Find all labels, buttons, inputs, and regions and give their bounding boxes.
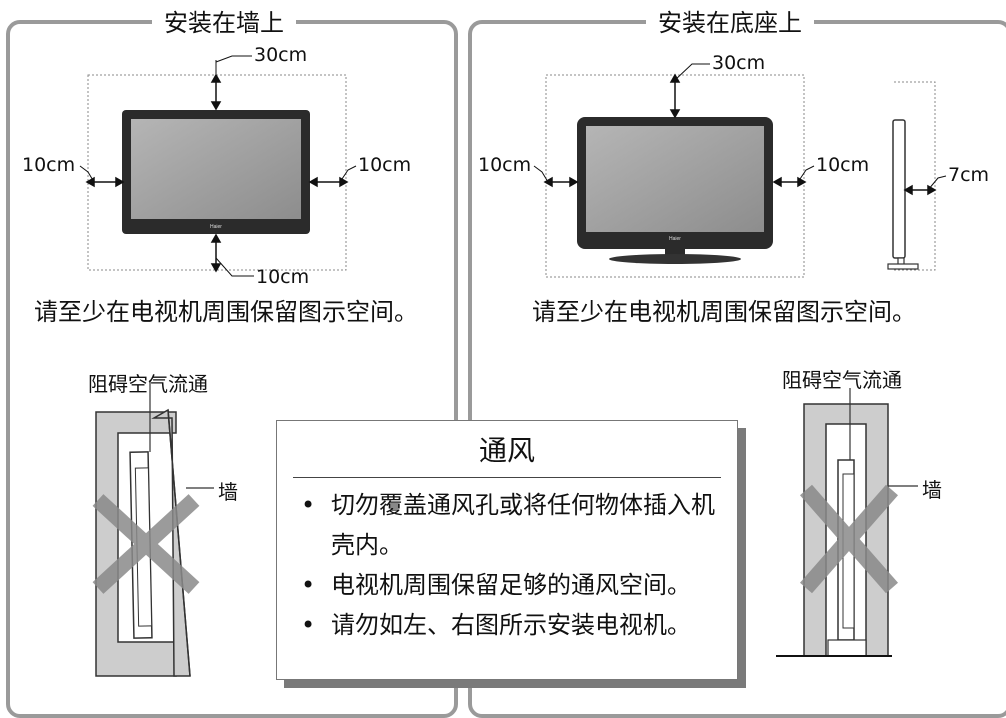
stand-mount-tv: Haier (577, 117, 773, 264)
stand-blocked-airflow-label: 阻碍空气流通 (782, 368, 902, 392)
wall-dim-right: 10cm (358, 154, 412, 176)
stand-dim-top: 30cm (712, 52, 766, 74)
stand-mount-title: 安装在底座上 (646, 8, 814, 38)
wall-mount-title: 安装在墙上 (152, 8, 296, 38)
wall-niche-cross (92, 494, 200, 594)
tv-brand-logo: Haier (210, 224, 222, 230)
ventilation-divider (293, 477, 721, 478)
stand-dim-left: 10cm (478, 154, 532, 176)
wall-dim-bottom: 10cm (256, 266, 310, 288)
stand-wall-label: 墙 (922, 478, 942, 502)
wall-label: 墙 (218, 480, 238, 504)
stand-dim-arrows (533, 63, 947, 196)
wall-dim-top: 30cm (254, 44, 308, 66)
stand-tv-side-view (887, 119, 919, 270)
wall-mount-tv: Haier (122, 110, 310, 234)
stand-dim-right: 10cm (816, 154, 870, 176)
wall-mount-caption: 请至少在电视机周围保留图示空间。 (34, 298, 418, 326)
wall-dim-arrows (79, 55, 357, 277)
diagram-graphics: Haier Haier (79, 55, 947, 677)
ventilation-item: 电视机周围保留足够的通风空间。 (297, 565, 727, 605)
ventilation-title: 通风 (478, 434, 535, 467)
wall-blocked-airflow-label: 阻碍空气流通 (88, 372, 208, 396)
ventilation-item: 请勿如左、右图所示安装电视机。 (297, 605, 727, 645)
svg-text:Haier: Haier (669, 236, 681, 242)
ventilation-item: 切勿覆盖通风孔或将任何物体插入机壳内。 (297, 485, 727, 565)
stand-dim-side: 7cm (948, 164, 990, 186)
stand-cabinet-bad-example (776, 388, 918, 657)
ventilation-note-box: 通风 切勿覆盖通风孔或将任何物体插入机壳内。 电视机周围保留足够的通风空间。 请… (276, 420, 738, 680)
stand-mount-caption: 请至少在电视机周围保留图示空间。 (532, 298, 916, 326)
stand-cabinet-cross (799, 484, 899, 594)
ventilation-list: 切勿覆盖通风孔或将任何物体插入机壳内。 电视机周围保留足够的通风空间。 请勿如左… (297, 485, 727, 645)
wall-dim-left: 10cm (22, 154, 76, 176)
